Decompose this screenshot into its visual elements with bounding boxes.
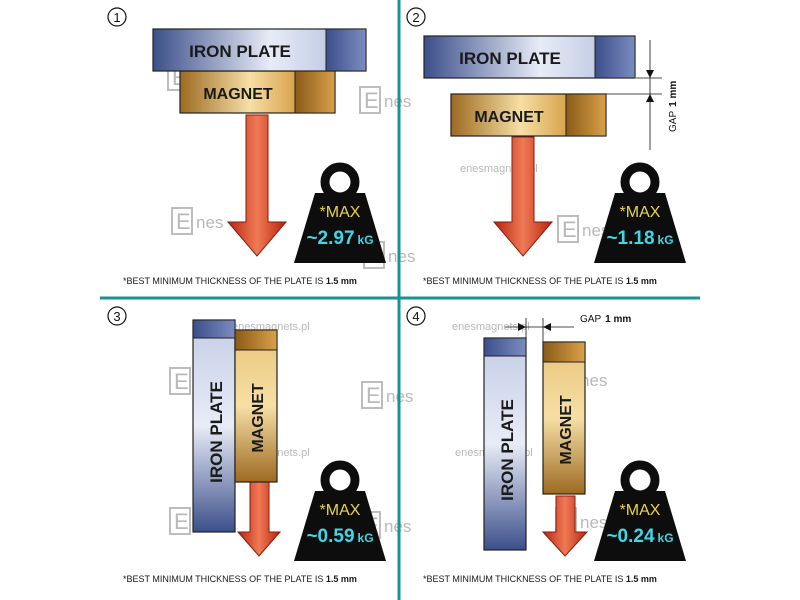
iron-plate-end-face <box>483 337 527 357</box>
magnet-label: MAGNET <box>558 395 575 465</box>
pull-force-arrow <box>226 114 288 257</box>
max-force-value: ~0.24 <box>606 526 655 547</box>
magnet-end-face <box>234 329 278 351</box>
thickness-note: *BEST MINIMUM THICKNESS OF THE PLATE IS … <box>123 574 357 584</box>
pull-force-arrow <box>236 481 282 557</box>
max-force-readout: ~1.18 kG <box>606 228 673 249</box>
svg-text:E: E <box>176 209 191 234</box>
magnet-label: MAGNET <box>250 383 267 453</box>
max-force-readout: ~0.59 kG <box>306 526 373 547</box>
max-force-unit: kG <box>358 233 374 247</box>
magnet-end-face <box>294 70 336 114</box>
panel-number-circle <box>406 7 426 27</box>
svg-text:nes: nes <box>580 371 607 390</box>
panel-2: 2 MAGNET IRON PLATE GAP1 mm *MAX ~1.18 kG… <box>406 7 686 286</box>
pull-force-arrow <box>492 136 554 257</box>
svg-text:E: E <box>364 88 379 113</box>
svg-text:nes: nes <box>388 247 415 266</box>
svg-text:E: E <box>366 383 381 408</box>
iron-plate <box>483 337 527 551</box>
panel-1: 1 MAGNET IRON PLATE *MAX ~2.97 kG *BEST M… <box>107 7 386 286</box>
max-force-value: ~0.59 <box>306 526 354 547</box>
iron-plate-label: IRON PLATE <box>459 49 561 68</box>
panel-3: 3 IRON PLATE MAGNET *MAX ~0.59 kG *BEST M… <box>107 306 386 584</box>
svg-text:E: E <box>174 509 189 534</box>
iron-plate-end-face <box>325 28 367 72</box>
magnet-block <box>542 341 586 495</box>
svg-text:nes: nes <box>196 213 223 232</box>
pull-force-arrow <box>541 495 589 557</box>
panel-number-circle <box>406 306 426 326</box>
watermark-site: enesmagnets.pl <box>452 321 530 333</box>
panel-number: 3 <box>113 309 120 324</box>
iron-plate-end-face <box>594 35 636 79</box>
panel-number: 1 <box>113 10 120 25</box>
iron-plate-label: IRON PLATE <box>189 42 291 61</box>
max-force-readout: ~2.97 kG <box>306 228 373 249</box>
gap-label: GAP1 mm <box>668 81 679 132</box>
magnet-label: MAGNET <box>203 86 273 103</box>
thickness-note: *BEST MINIMUM THICKNESS OF THE PLATE IS … <box>423 276 657 286</box>
max-force-unit: kG <box>658 233 674 247</box>
thickness-note: *BEST MINIMUM THICKNESS OF THE PLATE IS … <box>423 574 657 584</box>
panel-number: 4 <box>412 309 419 324</box>
magnet-label: MAGNET <box>474 109 544 126</box>
weight-icon <box>294 162 386 263</box>
max-label: *MAX <box>320 204 361 221</box>
magnet-end-face <box>565 93 607 137</box>
weight-icon <box>294 460 386 561</box>
weight-icon <box>594 460 686 561</box>
iron-plate-label: IRON PLATE <box>207 381 226 483</box>
max-force-value: ~1.18 <box>606 228 654 249</box>
svg-text:E: E <box>562 217 577 242</box>
svg-text:E: E <box>174 369 189 394</box>
weight-icon <box>594 162 686 263</box>
svg-text:nes: nes <box>580 513 607 532</box>
panel-number: 2 <box>412 10 419 25</box>
max-force-unit: kG <box>358 531 374 545</box>
iron-plate-end-face <box>192 319 236 339</box>
max-label: *MAX <box>320 502 361 519</box>
max-force-unit: kG <box>658 531 674 545</box>
magnet-end-face <box>542 341 586 363</box>
gap-dimension <box>606 40 662 150</box>
thickness-note: *BEST MINIMUM THICKNESS OF THE PLATE IS … <box>123 276 357 286</box>
gap-dimension <box>505 318 574 342</box>
panel-number-circle <box>107 7 127 27</box>
max-force-value: ~2.97 <box>306 228 354 249</box>
max-label: *MAX <box>620 502 661 519</box>
iron-plate-label: IRON PLATE <box>498 399 517 501</box>
panel-number-circle <box>107 306 127 326</box>
max-label: *MAX <box>620 204 661 221</box>
